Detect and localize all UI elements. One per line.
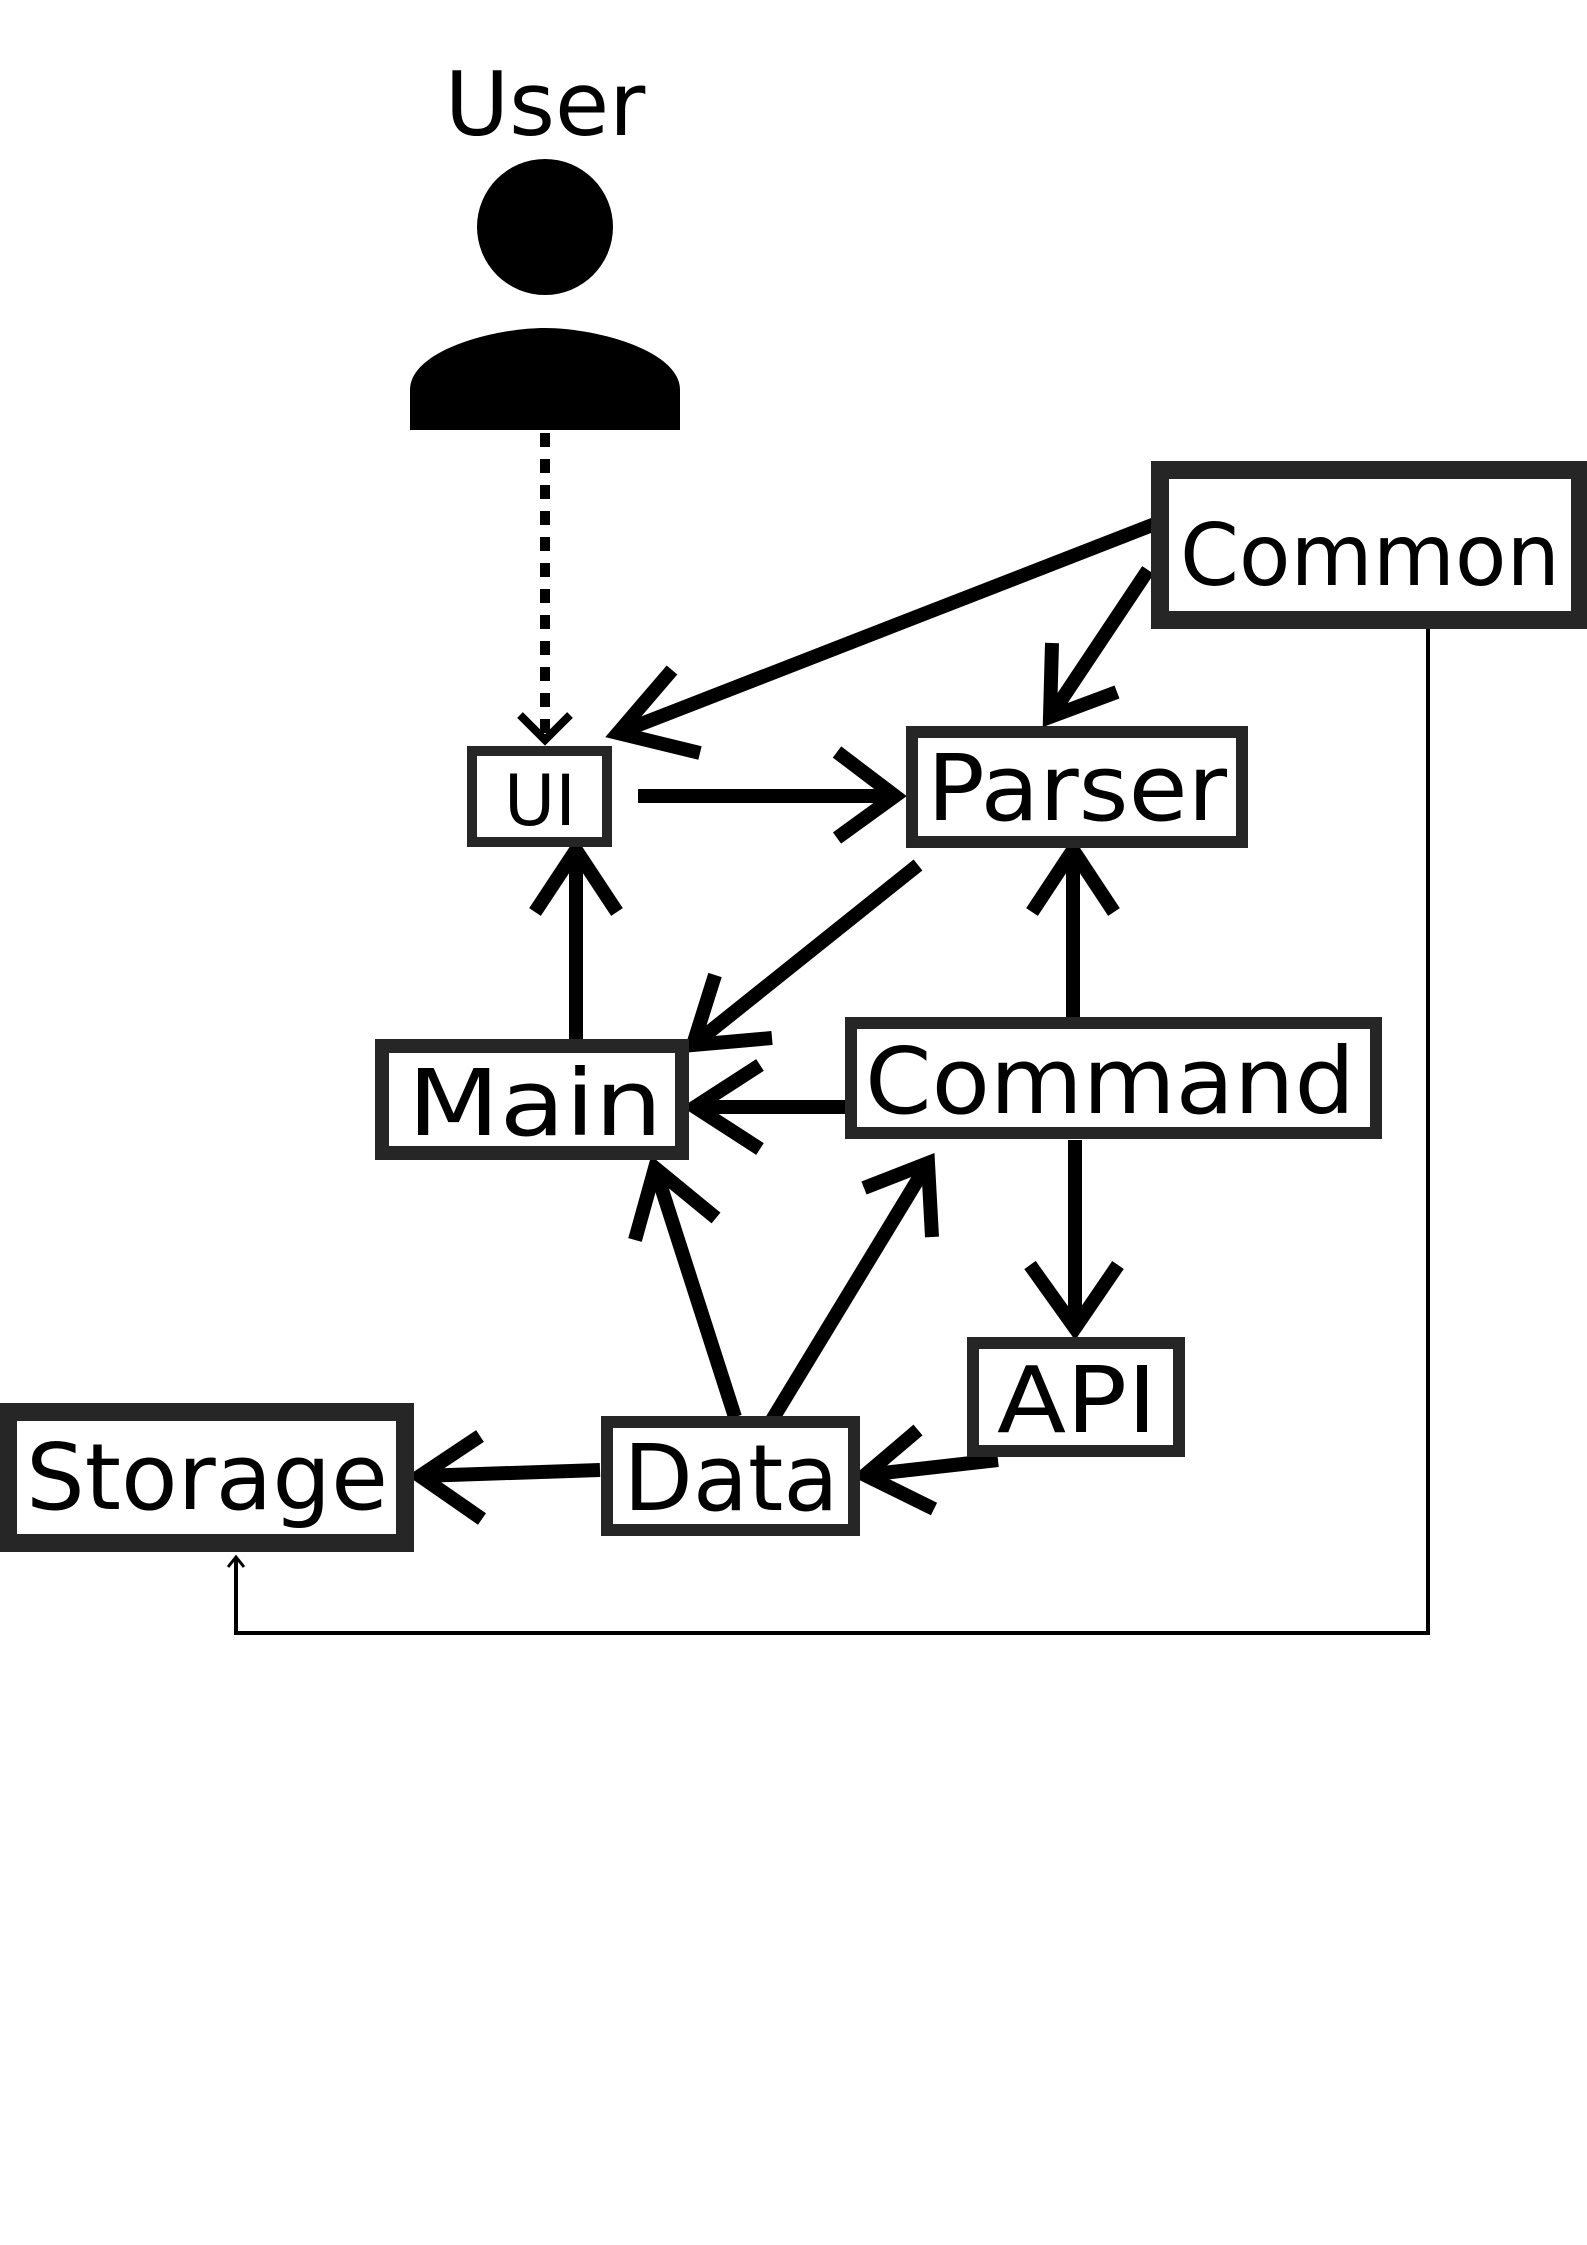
actor-label: User: [445, 53, 646, 156]
component-parser: Parser: [906, 726, 1248, 848]
edge-command-parser: [1026, 837, 1120, 1018]
component-common: Common: [1151, 461, 1587, 629]
component-main: Main: [375, 1039, 689, 1160]
component-data: Data: [601, 1416, 860, 1536]
component-ui: UI: [467, 746, 612, 847]
svg-text:Storage: Storage: [26, 1424, 388, 1531]
edge-command-main: [682, 1059, 848, 1155]
user-icon: [410, 159, 680, 430]
svg-text:UI: UI: [504, 760, 576, 842]
edge-ui-parser: [638, 746, 907, 844]
component-command: Command: [845, 1017, 1382, 1139]
svg-text:Command: Command: [865, 1028, 1355, 1135]
svg-text:Common: Common: [1180, 506, 1560, 606]
edge-common-storage: [226, 625, 1430, 1635]
svg-text:Parser: Parser: [927, 735, 1227, 842]
edge-data-main: [628, 1155, 742, 1420]
svg-text:Data: Data: [624, 1425, 839, 1532]
component-api: API: [967, 1337, 1185, 1457]
edge-main-ui: [529, 837, 623, 1043]
edge-parser-main: [683, 859, 923, 1053]
edge-command-api: [1024, 1140, 1124, 1341]
svg-text:API: API: [997, 1347, 1157, 1454]
edge-api-data: [852, 1424, 999, 1516]
edge-user-ui: [517, 433, 573, 746]
edge-common-ui: [605, 517, 1158, 760]
edge-common-parser: [1042, 566, 1154, 728]
svg-text:Main: Main: [408, 1050, 663, 1157]
edge-data-storage: [407, 1430, 601, 1525]
component-storage: Storage: [0, 1403, 414, 1552]
edge-data-command: [766, 1152, 939, 1424]
